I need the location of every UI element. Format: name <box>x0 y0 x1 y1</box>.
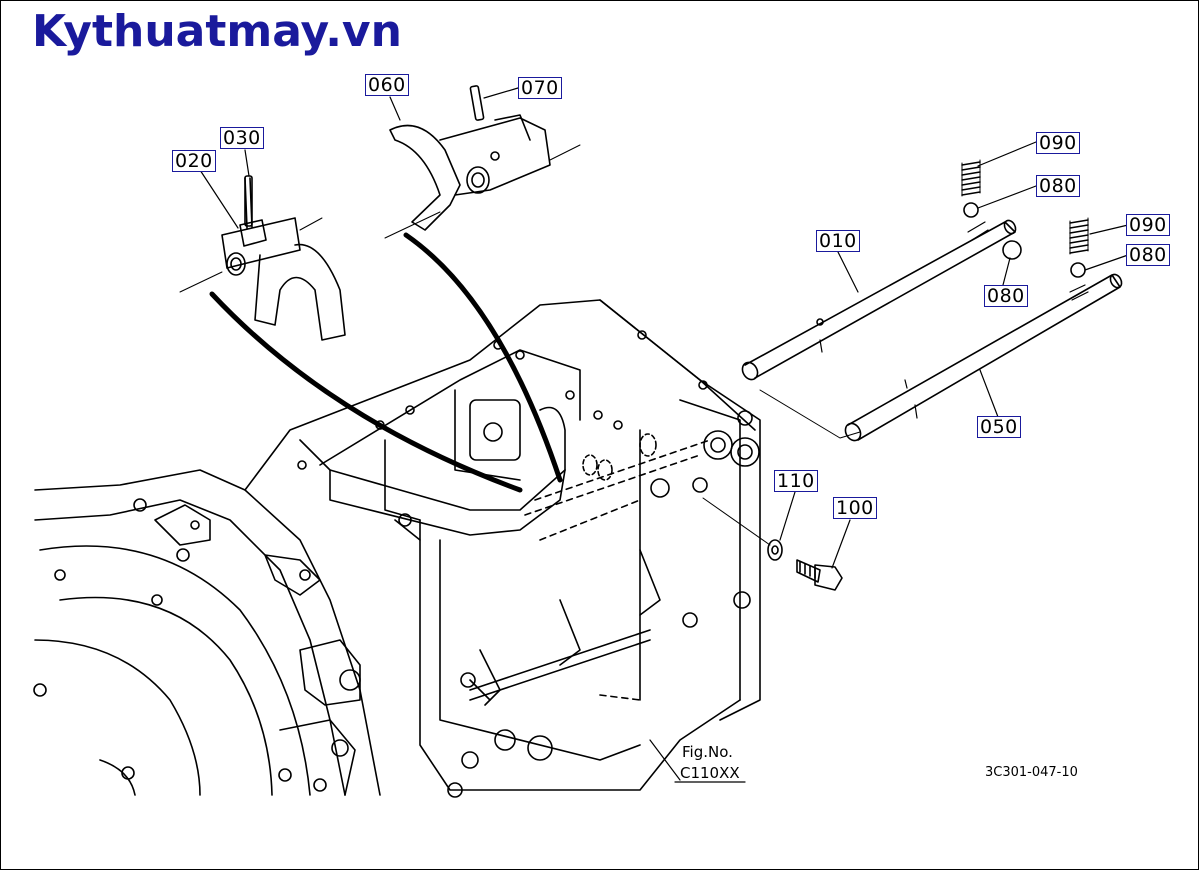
spring-pin-070 <box>469 85 485 121</box>
callout-050[interactable]: 050 <box>977 416 1021 438</box>
callout-090-lower[interactable]: 090 <box>1126 214 1170 236</box>
site-watermark: Kythuatmay.vn <box>32 6 402 57</box>
assembly-path-fork-060 <box>403 232 563 483</box>
leader-lines <box>199 87 1129 783</box>
clutch-housing <box>33 469 421 796</box>
detent-ball-080b <box>1070 262 1086 278</box>
detent-ball-080a <box>963 202 979 218</box>
shift-fork-020 <box>179 177 346 341</box>
callout-060[interactable]: 060 <box>365 74 409 96</box>
detent-ball-080c <box>1002 240 1022 260</box>
detent-spring-090b <box>1069 217 1089 255</box>
plug-100 <box>702 497 843 591</box>
shift-rod-010 <box>741 219 1017 439</box>
callout-030[interactable]: 030 <box>220 127 264 149</box>
callout-080-upper[interactable]: 080 <box>1036 175 1080 197</box>
figure-number-label: Fig.No. <box>682 743 733 761</box>
shift-rod-050 <box>844 273 1123 442</box>
callout-070[interactable]: 070 <box>518 77 562 99</box>
callout-110[interactable]: 110 <box>774 470 818 492</box>
callout-010[interactable]: 010 <box>816 230 860 252</box>
figure-number-value: C110XX <box>680 764 740 782</box>
shift-fork-060 <box>384 114 581 239</box>
callout-020[interactable]: 020 <box>172 150 216 172</box>
washer-110 <box>767 539 783 561</box>
callout-090-upper[interactable]: 090 <box>1036 132 1080 154</box>
assembly-path-fork-020 <box>209 291 523 493</box>
callout-080-middle[interactable]: 080 <box>984 285 1028 307</box>
callout-100[interactable]: 100 <box>833 497 877 519</box>
drawing-code: 3C301-047-10 <box>985 765 1078 780</box>
callout-080-lower[interactable]: 080 <box>1126 244 1170 266</box>
transmission-housing <box>244 299 761 798</box>
detent-spring-090a <box>961 159 981 197</box>
